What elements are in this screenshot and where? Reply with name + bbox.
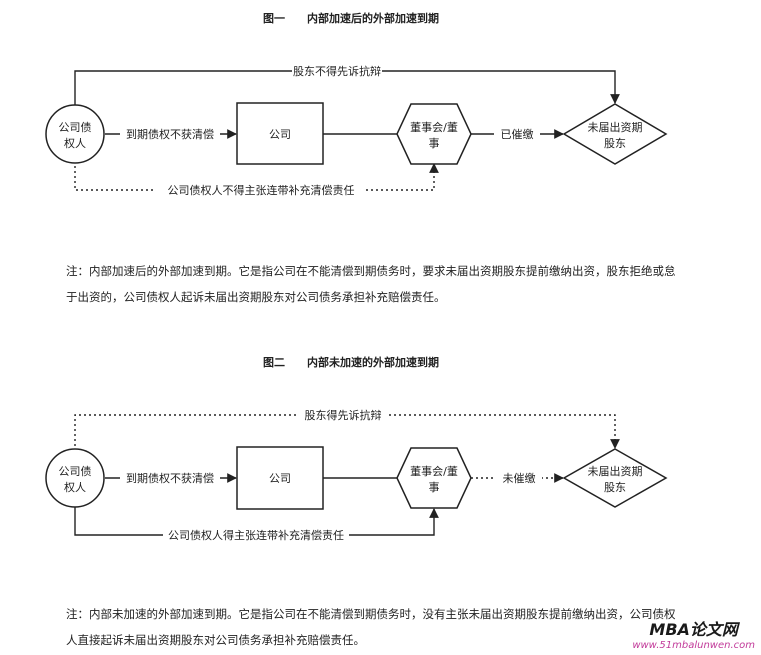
node-company-1-label: 公司 bbox=[269, 128, 291, 141]
node-board-1-line2: 事 bbox=[429, 137, 440, 150]
edge-bottom-1 bbox=[74, 161, 439, 191]
node-shareholder-1-line1: 未届出资期 bbox=[588, 120, 643, 134]
watermark-title: MBA论文网 bbox=[649, 620, 738, 639]
diagram-1-title: 图一 内部加速后的外部加速到期 bbox=[263, 11, 439, 25]
edge-bottom-label-2: 公司债权人得主张连带补充清偿责任 bbox=[168, 528, 344, 542]
node-company-2-label: 公司 bbox=[269, 472, 291, 485]
diagram-2: 图二 内部未加速的外部加速到期 股东得先诉抗辩 到期债权不获清偿 未催缴 公司债… bbox=[45, 355, 668, 542]
node-shareholder-1-line2: 股东 bbox=[604, 137, 626, 150]
node-company-2 bbox=[236, 446, 324, 510]
node-board-1-line1: 董事会/董 bbox=[410, 121, 458, 134]
watermark-url: www.51mbalunwen.com bbox=[632, 640, 755, 651]
node-board-2-line1: 董事会/董 bbox=[410, 465, 458, 478]
edge-creditor-company-label-1: 到期债权不获清偿 bbox=[126, 127, 214, 141]
node-creditor-2 bbox=[45, 448, 105, 508]
node-creditor-1 bbox=[45, 104, 105, 164]
diagram-1-note: 注：内部加速后的外部加速到期。它是指公司在不能清偿到期债务时，要求未届出资期股东… bbox=[66, 264, 676, 304]
node-shareholder-2 bbox=[562, 448, 668, 508]
node-board-1 bbox=[396, 103, 472, 165]
edge-board-shareholder-label-1: 已催缴 bbox=[501, 127, 534, 141]
node-shareholder-2-line1: 未届出资期 bbox=[588, 464, 643, 478]
edge-creditor-company-label-2: 到期债权不获清偿 bbox=[126, 471, 214, 485]
diagram-1: 图一 内部加速后的外部加速到期 股东不得先诉抗辩 到期债权不获清偿 已催缴 公司… bbox=[45, 11, 668, 197]
node-board-2-line2: 事 bbox=[429, 481, 440, 494]
node-board-2 bbox=[396, 447, 472, 509]
diagram-2-note: 注：内部未加速的外部加速到期。它是指公司在不能清偿到期债务时，没有主张未届出资期… bbox=[66, 607, 676, 647]
node-shareholder-1 bbox=[562, 103, 668, 165]
edge-bottom-label-1: 公司债权人不得主张连带补充清偿责任 bbox=[168, 183, 355, 197]
node-creditor-1-line2: 权人 bbox=[64, 137, 86, 150]
watermark: MBA论文网 www.51mbalunwen.com bbox=[632, 616, 755, 651]
node-company-1 bbox=[236, 102, 324, 165]
edge-top-label-2: 股东得先诉抗辩 bbox=[305, 408, 382, 422]
node-creditor-2-line1: 公司债 bbox=[59, 464, 92, 478]
edge-board-shareholder-label-2: 未催缴 bbox=[503, 471, 536, 485]
edge-top-label-1: 股东不得先诉抗辩 bbox=[293, 64, 381, 78]
diagram-2-title: 图二 内部未加速的外部加速到期 bbox=[263, 355, 439, 369]
node-creditor-1-line1: 公司债 bbox=[59, 120, 92, 134]
node-creditor-2-line2: 权人 bbox=[64, 481, 86, 494]
node-shareholder-2-line2: 股东 bbox=[604, 481, 626, 494]
